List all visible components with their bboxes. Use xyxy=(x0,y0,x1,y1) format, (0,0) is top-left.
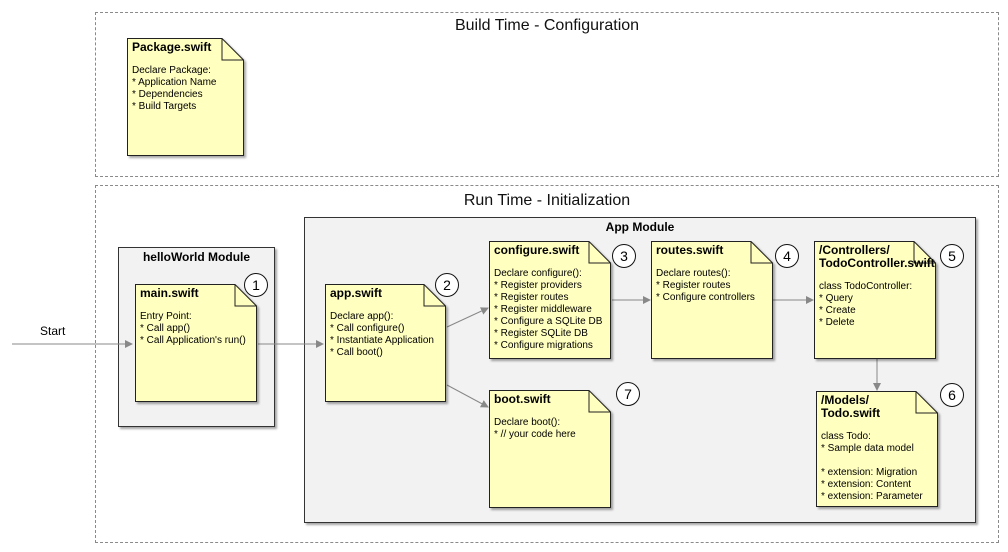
step-badge-7: 7 xyxy=(616,382,640,406)
arrow-app-to-configure xyxy=(446,307,489,328)
run-time-title: Run Time - Initialization xyxy=(463,192,631,209)
step-badge-5: 5 xyxy=(940,244,964,268)
start-label: Start xyxy=(40,324,66,338)
note-shape xyxy=(325,284,446,402)
note-body: Declare Package: * Application Name * De… xyxy=(132,65,217,112)
arrow-app-to-boot xyxy=(446,384,489,408)
note-shape xyxy=(651,241,773,359)
app-module-title: App Module xyxy=(605,220,675,234)
note-shape xyxy=(127,38,244,156)
note-shape xyxy=(814,241,936,359)
note-title: routes.swift xyxy=(656,243,724,257)
note-title: /Models/ Todo.swift xyxy=(821,393,881,420)
step-badge-6: 6 xyxy=(940,383,964,407)
note-body: Declare routes(): * Register routes * Co… xyxy=(656,268,755,303)
note-title: main.swift xyxy=(140,286,199,300)
step-badge-3: 3 xyxy=(612,244,636,268)
note-body: Declare configure(): * Register provider… xyxy=(494,268,603,351)
note-body: Declare boot(): * // your code here xyxy=(494,417,576,440)
note-shape xyxy=(135,284,257,402)
note-title: /Controllers/ TodoController.swift xyxy=(819,243,935,270)
build-time-region: Build Time - Configuration xyxy=(95,12,999,177)
todo-swift-note: /Models/ Todo.swift class Todo: * Sample … xyxy=(816,391,938,507)
step-badge-1: 1 xyxy=(244,273,268,297)
note-body: Declare app(): * Call configure() * Inst… xyxy=(330,311,434,358)
run-time-region: Run Time - Initialization xyxy=(95,185,999,543)
step-badge-2: 2 xyxy=(435,273,459,297)
note-shape xyxy=(489,241,611,359)
note-body: Entry Point: * Call app() * Call Applica… xyxy=(140,311,246,346)
note-shape xyxy=(816,391,938,507)
note-body: class Todo: * Sample data model * extens… xyxy=(821,431,923,502)
note-body: class TodoController: * Query * Create *… xyxy=(819,281,913,328)
build-time-title: Build Time - Configuration xyxy=(454,17,640,34)
note-title: boot.swift xyxy=(494,392,551,406)
note-title: configure.swift xyxy=(494,243,580,257)
note-title: app.swift xyxy=(330,286,383,300)
todo-controller-swift-note: /Controllers/ TodoController.swift class … xyxy=(814,241,936,359)
hello-world-module-title: helloWorld Module xyxy=(142,250,251,264)
note-title: Package.swift xyxy=(132,40,212,54)
step-badge-4: 4 xyxy=(775,244,799,268)
note-shape xyxy=(489,390,611,508)
